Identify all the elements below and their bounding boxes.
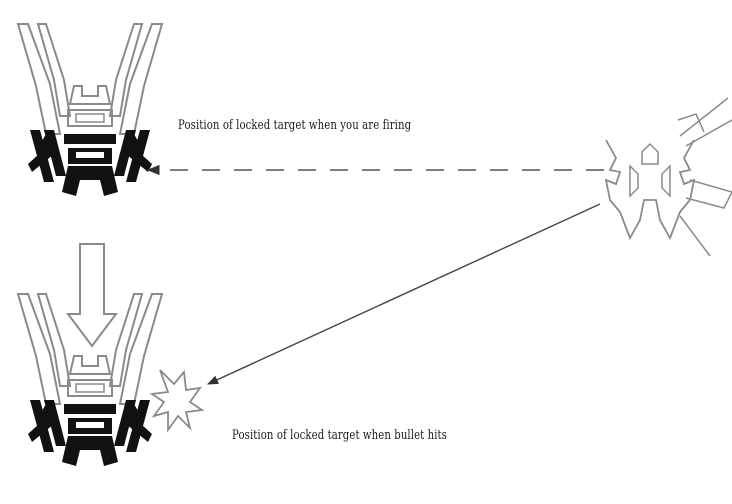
bullet-trajectory <box>208 204 600 384</box>
player-ship-icon <box>606 98 732 256</box>
hit-position-label: Position of locked target when bullet hi… <box>232 428 447 443</box>
impact-burst-icon <box>152 370 202 430</box>
movement-arrow <box>68 244 116 346</box>
firing-position-label: Position of locked target when you are f… <box>178 118 411 133</box>
target-firing-icon <box>18 24 162 196</box>
